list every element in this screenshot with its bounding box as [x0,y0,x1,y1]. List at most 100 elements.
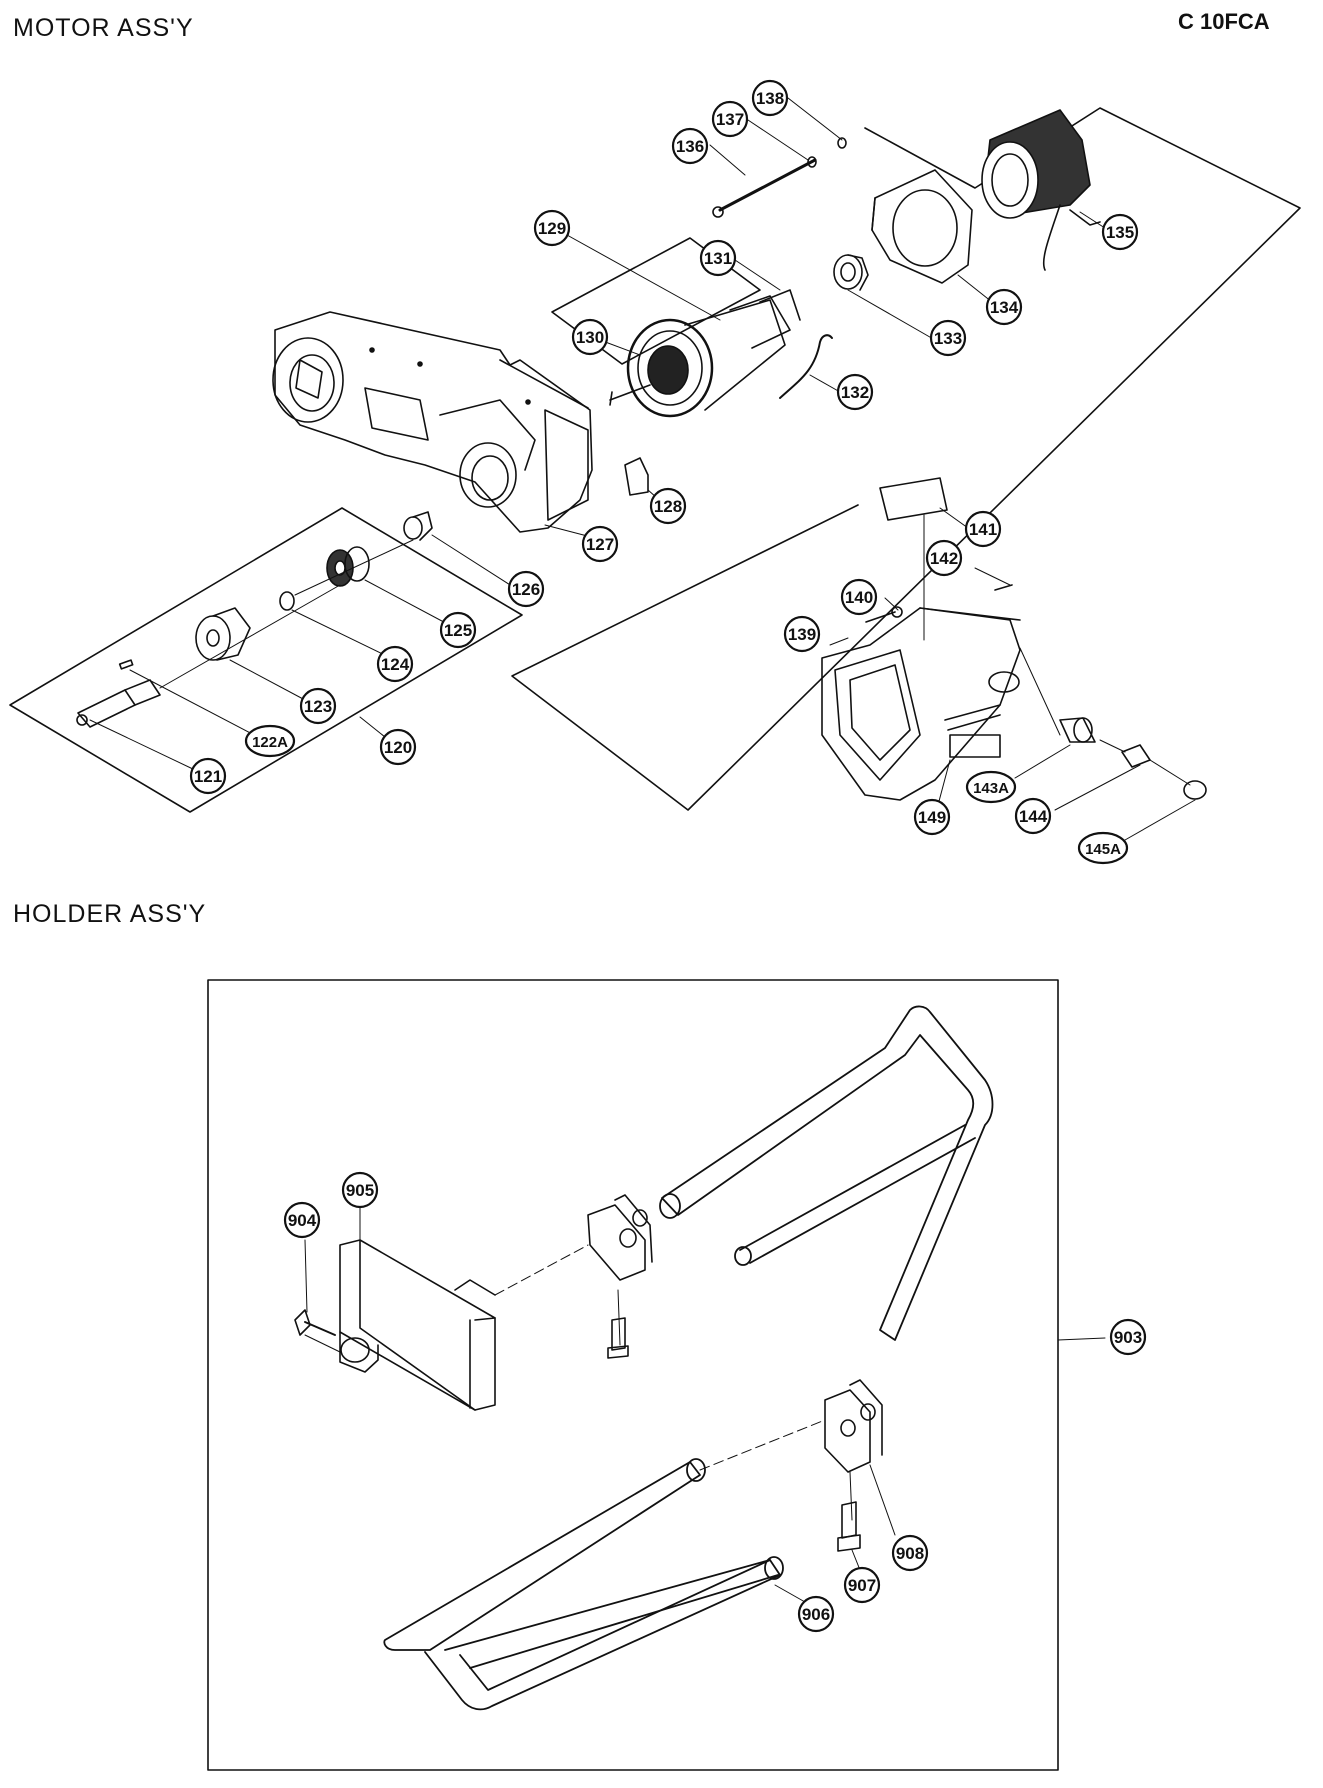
callout-label-134: 134 [990,298,1019,317]
callout-circle-126 [507,570,545,608]
callout-circle-143A [965,770,1017,804]
callout-label-141: 141 [969,520,997,539]
holder-assy-title: HOLDER ASS'Y [13,900,207,928]
callout-circle-136 [671,127,709,165]
callout-label-139: 139 [788,625,816,644]
bearing-133 [833,254,869,291]
callout-circle-133 [929,319,967,357]
lead-wire-132 [779,334,833,399]
callout-label-908: 908 [896,1544,924,1563]
callout-label-126: 126 [512,580,540,599]
gear-case-housing [272,311,593,533]
armature-rotor [609,289,801,418]
brush-cap-145A [1183,780,1207,800]
callout-circle-127 [581,525,619,563]
callout-circle-906 [797,1595,835,1633]
callout-label-137: 137 [716,110,744,129]
callout-circle-145A [1077,831,1129,865]
callout-label-904: 904 [288,1211,317,1230]
callout-label-131: 131 [704,249,732,268]
callout-circle-905 [341,1171,379,1209]
tapping-screw-136 [712,158,817,218]
callout-label-128: 128 [654,497,682,516]
callout-circle-124 [376,645,414,683]
callout-label-140: 140 [845,588,873,607]
callout-labels: 120 121 122A 123 124 125 126 127 128 129 130 131 132… [189,79,1147,1633]
bolt-907 [837,1471,861,1552]
model-number: C 10FCA [1178,9,1270,34]
upper-holder-bar [659,1005,994,1341]
callout-label-135: 135 [1106,223,1134,242]
callout-circle-144 [1014,797,1052,835]
callout-circle-128 [649,487,687,525]
wing-bolt-904 [294,1309,341,1353]
motor-assy-title: MOTOR ASS'Y [13,14,194,42]
callout-label-130: 130 [576,328,604,347]
callout-circle-130 [571,318,609,356]
lower-holder-bar-906 [383,1458,784,1711]
callout-circle-903 [1109,1318,1147,1356]
callout-label-125: 125 [444,621,472,640]
callout-circle-132 [836,373,874,411]
holder-bracket-905 [339,1239,496,1411]
callout-label-903: 903 [1114,1328,1142,1347]
upper-bolt [607,1317,629,1359]
callout-label-129: 129 [538,219,566,238]
callout-label-127: 127 [586,535,614,554]
gear-subassembly-frame [9,507,523,813]
washer-138 [837,137,847,149]
callout-circle-904 [283,1201,321,1239]
callout-label-132: 132 [841,383,869,402]
callout-label-122A: 122A [252,734,288,751]
washer-137 [807,156,817,168]
callout-label-124: 124 [381,655,410,674]
callout-label-145A: 145A [1085,841,1121,858]
callout-label-144: 144 [1019,807,1048,826]
lower-clamp-908 [824,1379,883,1473]
callout-label-907: 907 [848,1576,876,1595]
callout-label-123: 123 [304,697,332,716]
brush-holder-128 [624,457,649,496]
callout-label-905: 905 [346,1181,374,1200]
gear-125 [326,546,370,587]
callout-circle-907 [843,1566,881,1604]
callout-circle-908 [891,1534,929,1572]
callout-circle-125 [439,611,477,649]
callout-label-143A: 143A [973,780,1009,797]
callout-label-136: 136 [676,137,704,156]
holder-assembly-frame [207,979,1059,1771]
retaining-ring-124 [279,591,295,611]
holder-leader-lines [304,1207,896,1603]
callout-circle-138 [751,79,789,117]
spindle-121 [76,679,161,728]
baffle-ring-134 [871,169,973,284]
callout-label-906: 906 [802,1605,830,1624]
callout-label-121: 121 [194,767,222,786]
callout-circle-123 [299,687,337,725]
housing-139 [821,607,1021,801]
key-122A [118,659,134,670]
screw-142 [994,584,1013,591]
callout-circle-129 [533,209,571,247]
motor-assembly-frame [511,107,1301,811]
callout-circle-141 [964,510,1002,548]
brush-holder-143A [1059,717,1096,743]
callout-circle-120 [379,728,417,766]
callout-circle-142 [925,539,963,577]
ball-bearing-123 [195,607,251,661]
stator-field-135 [981,109,1101,271]
callout-label-138: 138 [756,89,784,108]
callout-label-120: 120 [384,738,412,757]
upper-clamp-plate [587,1194,653,1281]
callout-label-149: 149 [918,808,946,827]
callout-circle-122A [244,724,296,758]
callout-label-142: 142 [930,549,958,568]
callout-circle-131 [699,239,737,277]
callout-circle-134 [985,288,1023,326]
callout-circle-121 [189,757,227,795]
callout-label-133: 133 [934,329,962,348]
screw-140 [865,611,896,623]
callout-circle-139 [783,615,821,653]
callout-circle-140 [840,578,878,616]
